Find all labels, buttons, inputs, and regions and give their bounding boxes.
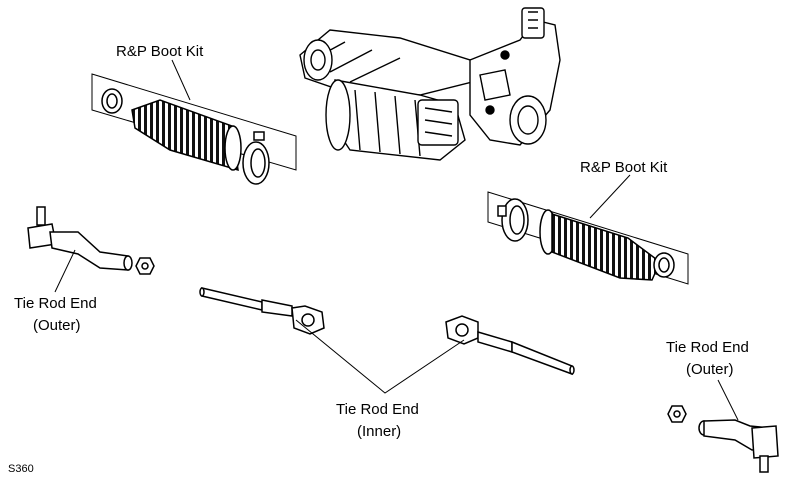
steering-gear-assembly — [299, 7, 561, 161]
tie-rod-outer-right — [667, 405, 779, 473]
boot-left-small-clamp — [101, 88, 123, 114]
tie-rod-outer-left — [27, 206, 155, 275]
leader-tie-rod-inner — [295, 319, 465, 394]
boot-kit-right-panel — [487, 191, 689, 285]
leader-lines — [54, 59, 739, 421]
label-tie-rod-outer-right-line2: (Outer) — [686, 361, 734, 378]
leader-boot-kit-right — [589, 174, 631, 219]
tie-rod-inner-right — [445, 315, 575, 376]
boot-right-small-clamp — [653, 252, 675, 278]
label-boot-kit-left: R&P Boot Kit — [116, 43, 204, 60]
boot-kit-left-panel — [91, 73, 297, 171]
boot-left-large-clamp — [242, 131, 270, 185]
leader-tie-rod-outer-left — [54, 249, 76, 293]
label-tie-rod-outer-right-line1: Tie Rod End — [666, 339, 749, 356]
label-tie-rod-outer-left-line1: Tie Rod End — [14, 295, 97, 312]
label-boot-kit-right: R&P Boot Kit — [580, 159, 668, 176]
boot-right-bellows — [539, 209, 661, 281]
boot-left-bellows — [131, 99, 242, 172]
figure-code: S360 — [8, 463, 34, 475]
label-tie-rod-outer-left-line2: (Outer) — [33, 317, 81, 334]
label-tie-rod-inner-line2: (Inner) — [357, 423, 401, 440]
boot-right-large-clamp — [497, 198, 529, 242]
leader-tie-rod-outer-right — [717, 379, 739, 421]
label-tie-rod-inner-line1: Tie Rod End — [336, 401, 419, 418]
tie-rod-inner-left — [199, 287, 325, 335]
leader-boot-kit-left — [171, 59, 191, 101]
